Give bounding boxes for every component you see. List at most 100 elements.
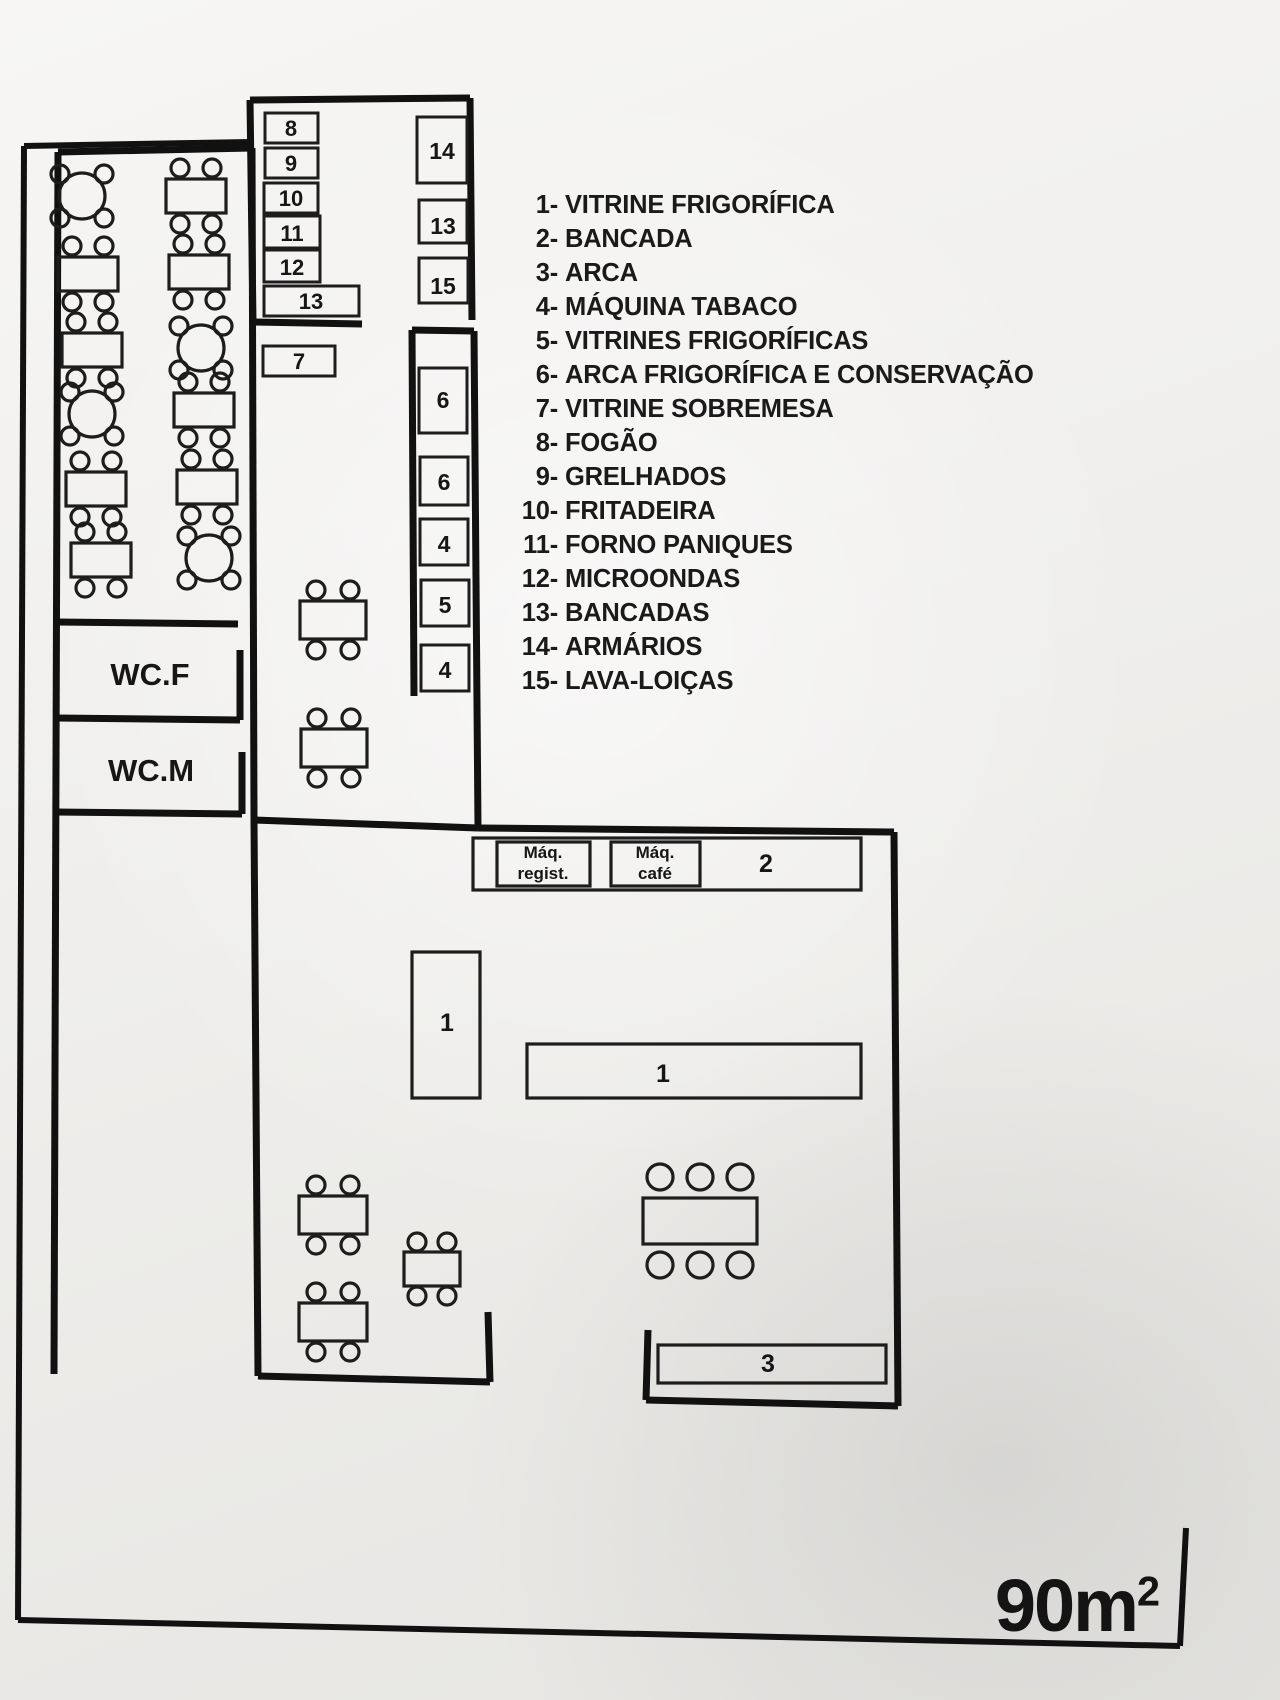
- legend-item-14: 14- ARMÁRIOS: [512, 630, 1172, 664]
- arca-freezer: [656, 1343, 888, 1385]
- equip-label-12: 12: [280, 255, 304, 280]
- round-table: [59, 381, 125, 447]
- legend-label: FORNO PANIQUES: [565, 531, 793, 559]
- rect-table: [64, 450, 128, 528]
- lower-dining-tables: [297, 1162, 759, 1363]
- total-area-label: 90m2: [995, 1563, 1160, 1648]
- strip-box-6a: [417, 366, 469, 435]
- legend-item-10: 10- FRITADEIRA: [512, 494, 1172, 528]
- rect-table: [402, 1231, 462, 1307]
- counter-outline: [471, 836, 863, 892]
- strip-box-4a: [418, 517, 470, 567]
- legend-number: 6-: [535, 361, 558, 389]
- legend-number: 10-: [521, 497, 558, 525]
- legend-number: 2-: [535, 225, 558, 253]
- kitchen-walls: [246, 94, 482, 829]
- equip-box-13: [417, 198, 469, 245]
- rect-table: [69, 521, 133, 599]
- arca-box: [656, 1343, 888, 1385]
- sales-area-walls: [250, 819, 902, 1410]
- legend-item-7: 7- VITRINE SOBREMESA: [512, 392, 1172, 426]
- counter-bancada-label: 2: [759, 850, 773, 878]
- equip-box-14: [415, 115, 469, 185]
- legend-number: 4-: [535, 293, 558, 321]
- legend-number: 8-: [535, 429, 558, 457]
- equip-label-8: 8: [285, 116, 297, 141]
- maq-regist-line1: Máq.: [524, 843, 563, 862]
- rect-table: [167, 233, 231, 311]
- rect-table: [298, 579, 368, 661]
- legend-number: 7-: [535, 395, 558, 423]
- equip-label-13-wide: 13: [299, 289, 323, 314]
- equip-label-9: 9: [285, 151, 297, 176]
- legend: 1- VITRINE FRIGORÍFICA 2- BANCADA 3- ARC…: [512, 188, 1172, 698]
- strip-box-6b: [418, 455, 470, 507]
- display-cases: [410, 950, 863, 1100]
- equip-label-13: 13: [430, 213, 456, 239]
- round-table: [176, 525, 242, 591]
- display-case-vertical: [410, 950, 482, 1100]
- strip-label-4a: 4: [438, 531, 451, 557]
- legend-label: BANCADA: [565, 225, 693, 253]
- strip-label-4b: 4: [439, 657, 452, 683]
- round-table: [49, 163, 115, 229]
- rect-table: [297, 1281, 369, 1363]
- maq-regist-line2: regist.: [517, 864, 568, 883]
- legend-label: VITRINE SOBREMESA: [565, 395, 834, 423]
- legend-label: ARMÁRIOS: [565, 633, 703, 661]
- equip-label-7: 7: [293, 349, 305, 374]
- legend-number: 11-: [523, 531, 558, 559]
- kitchen-strip-column: [417, 366, 471, 693]
- equip-box-7: [261, 344, 337, 378]
- legend-label: ARCA: [565, 259, 638, 287]
- equip-box-10: [262, 181, 320, 215]
- service-counter: [471, 836, 863, 892]
- equip-label-14: 14: [429, 138, 455, 164]
- equip-box-9: [263, 146, 320, 180]
- legend-item-4: 4- MÁQUINA TABACO: [512, 290, 1172, 324]
- legend-number: 14-: [521, 633, 558, 661]
- maq-cafe-line2: café: [638, 864, 672, 883]
- legend-label: GRELHADOS: [565, 463, 727, 491]
- rect-table: [175, 448, 239, 526]
- wc-female-label: WC.F: [110, 657, 189, 692]
- maq-cafe-line1: Máq.: [636, 843, 675, 862]
- wc-rooms: [54, 618, 246, 818]
- display-case-horizontal: [525, 1042, 863, 1100]
- legend-label: MÁQUINA TABACO: [565, 293, 798, 321]
- legend-item-15: 15- LAVA-LOIÇAS: [512, 664, 1172, 698]
- maq-cafe-box: [609, 840, 702, 888]
- arca-label: 3: [761, 1350, 775, 1378]
- rect-table: [56, 235, 120, 313]
- legend-label: VITRINES FRIGORÍFICAS: [565, 327, 869, 355]
- rect-table: [60, 311, 124, 389]
- equip-box-13-wide: [262, 284, 361, 318]
- equip-label-10: 10: [279, 186, 303, 211]
- legend-item-12: 12- MICROONDAS: [512, 562, 1172, 596]
- legend-label: BANCADAS: [565, 599, 710, 627]
- legend-number: 1-: [535, 191, 558, 219]
- wc-male-label: WC.M: [108, 753, 194, 788]
- equip-box-8: [263, 111, 320, 145]
- maq-regist-box: [495, 840, 592, 888]
- strip-label-6b: 6: [438, 469, 451, 495]
- legend-label: FRITADEIRA: [565, 497, 716, 525]
- rect-table: [164, 157, 228, 235]
- kitchen-equipment-right: [415, 115, 470, 305]
- legend-item-11: 11- FORNO PANIQUES: [512, 528, 1172, 562]
- legend-number: 15-: [521, 667, 558, 695]
- legend-label: FOGÃO: [565, 429, 658, 457]
- equip-box-12: [262, 248, 322, 284]
- legend-item-3: 3- ARCA: [512, 256, 1172, 290]
- strip-label-5: 5: [439, 592, 452, 618]
- legend-number: 5-: [535, 327, 558, 355]
- legend-item-2: 2- BANCADA: [512, 222, 1172, 256]
- area-exponent: 2: [1136, 1567, 1160, 1615]
- legend-label: MICROONDAS: [565, 565, 741, 593]
- kitchen-equipment-left: [261, 111, 361, 378]
- legend-item-9: 9- GRELHADOS: [512, 460, 1172, 494]
- equip-box-15: [417, 256, 470, 305]
- strip-box-5: [419, 578, 471, 628]
